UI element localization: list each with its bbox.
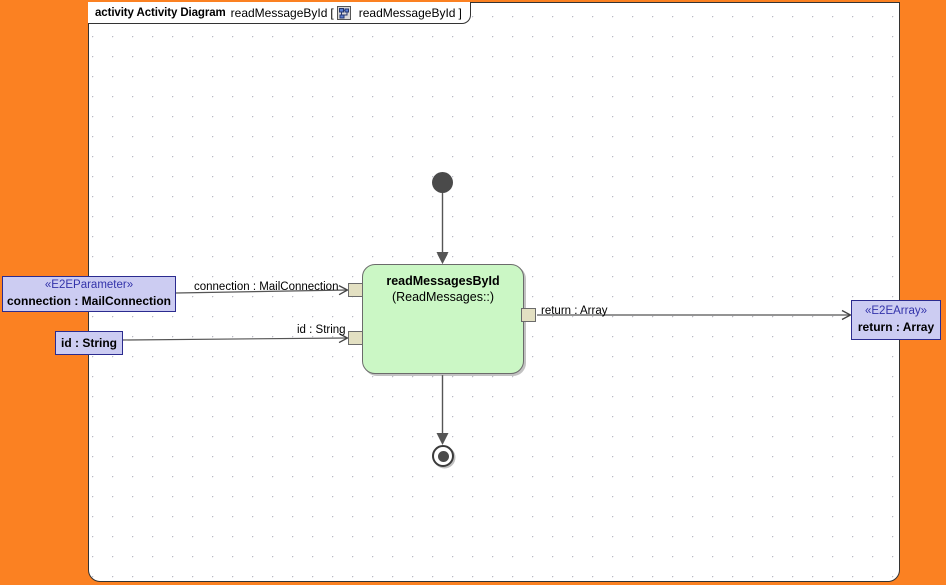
parameter-label-connection: connection : MailConnection [7,294,171,308]
action-node-behavior: (ReadMessages::) [391,290,495,304]
frame-header-keyword: activity Activity Diagram [95,6,226,19]
edge-label-id: id : String [297,324,346,336]
parameter-node-return[interactable]: «E2EArray» return : Array [851,300,941,340]
parameter-stereotype-return: «E2EArray» [864,305,927,317]
initial-node[interactable] [432,172,453,193]
frame-header-bracket-open: [ [330,5,334,20]
frame-header: activity Activity Diagram readMessageByI… [88,2,471,24]
frame-header-bracket-close: ] [458,5,462,20]
input-pin-connection[interactable] [348,283,363,297]
activity-final-node-inner [437,450,449,462]
frame-header-diagram-name: readMessageById [230,5,328,20]
parameter-label-return: return : Array [857,320,935,334]
parameter-stereotype-connection: «E2EParameter» [44,279,134,291]
input-pin-id[interactable] [348,331,363,345]
edge-label-return: return : Array [541,305,608,317]
parameter-label-id: id : String [61,336,117,350]
frame-header-referenced-element: readMessageById [358,5,456,20]
action-node-name: readMessagesById [386,274,500,288]
output-pin-return[interactable] [521,308,536,322]
edge-label-connection: connection : MailConnection [194,281,339,293]
parameter-node-id[interactable]: id : String [55,331,123,355]
activity-final-node[interactable] [432,445,454,467]
action-node-readMessagesById[interactable]: readMessagesById (ReadMessages::) [362,264,524,374]
parameter-node-connection[interactable]: «E2EParameter» connection : MailConnecti… [2,276,176,312]
activity-diagram-icon [336,5,351,20]
